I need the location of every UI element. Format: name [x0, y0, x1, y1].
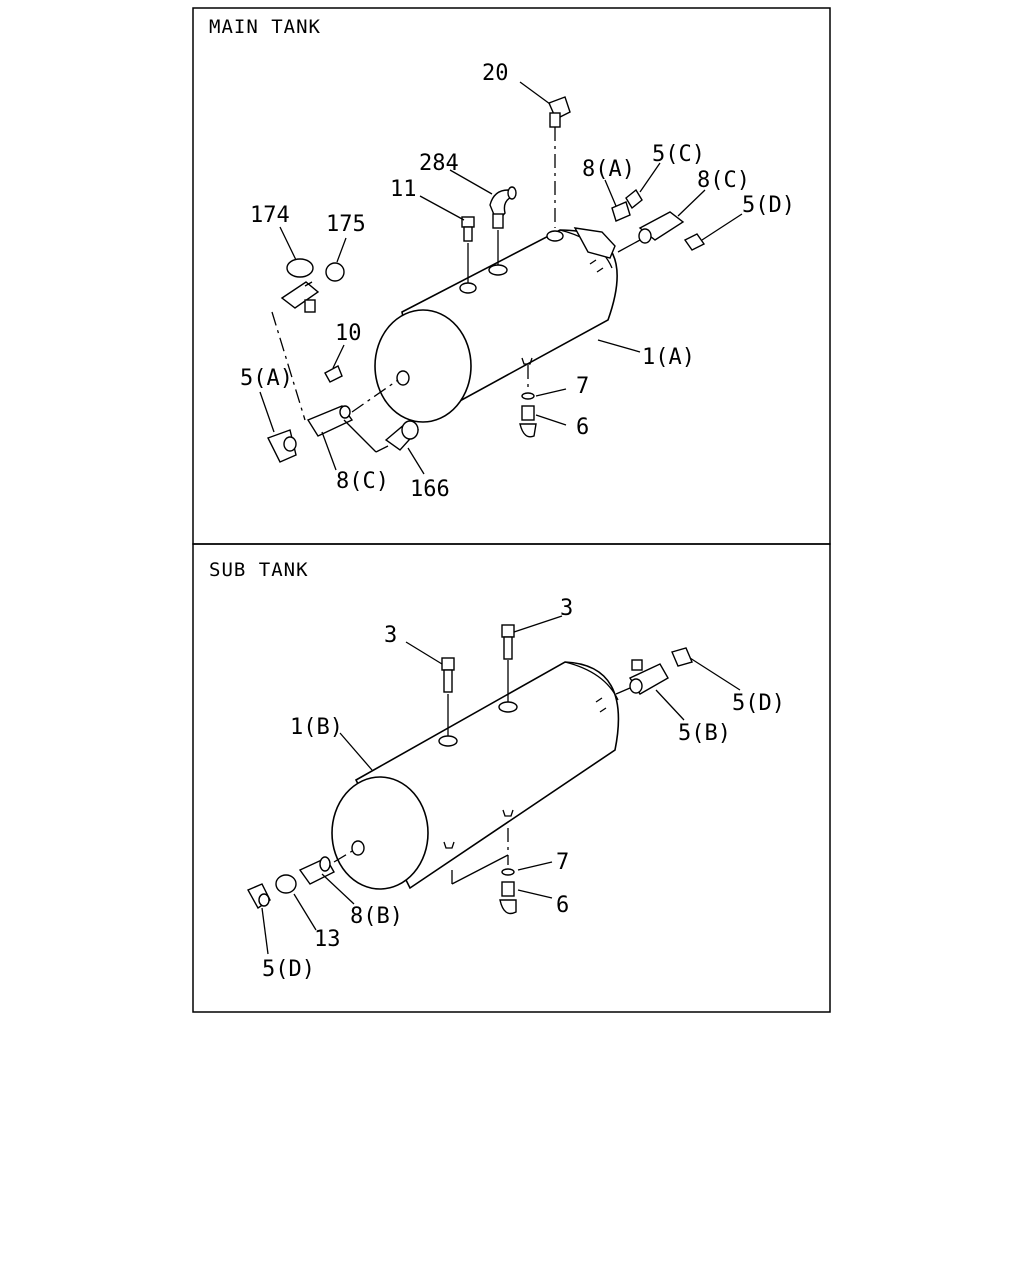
main-leader-lines	[259, 81, 743, 475]
label-sub-5d-top: 5(D)	[732, 691, 785, 716]
sub-tank-title: SUB TANK	[209, 559, 309, 581]
main-right-fittings	[611, 188, 706, 253]
main-left-fittings	[267, 311, 420, 463]
label-sub-5d-bottom: 5(D)	[262, 957, 315, 982]
part-11-valve	[461, 216, 475, 283]
sub-left-fittings	[247, 849, 355, 910]
sub-tank-panel: SUB TANK	[192, 543, 831, 1013]
label-main-5a: 5(A)	[240, 366, 293, 391]
part-20-fitting	[548, 96, 571, 228]
label-sub-3-right: 3	[560, 596, 573, 621]
label-main-7: 7	[576, 374, 589, 399]
label-main-6: 6	[576, 415, 589, 440]
label-main-8a: 8(A)	[582, 157, 635, 182]
label-main-166: 166	[410, 477, 450, 502]
sub-leader-lines	[261, 615, 741, 955]
label-main-284: 284	[419, 151, 459, 176]
label-main-8c-bottom: 8(C)	[336, 469, 389, 494]
label-main-11: 11	[390, 177, 417, 202]
label-main-5c: 5(C)	[652, 142, 705, 167]
sub-drain-parts	[451, 828, 517, 915]
label-sub-8b: 8(B)	[350, 904, 403, 929]
main-tank-body	[374, 227, 618, 423]
sub-part-3-valves	[441, 624, 515, 736]
main-tank-panel: MAIN TANK	[192, 7, 831, 545]
label-main-10: 10	[335, 321, 362, 346]
label-main-8c-top: 8(C)	[697, 168, 750, 193]
sub-tank-body	[331, 661, 620, 890]
label-sub-6: 6	[556, 893, 569, 918]
part-174-175-cock	[280, 258, 345, 313]
label-sub-1b: 1(B)	[290, 715, 343, 740]
label-main-5d: 5(D)	[742, 193, 795, 218]
label-sub-7: 7	[556, 850, 569, 875]
label-main-20: 20	[482, 61, 509, 86]
label-sub-3-left: 3	[384, 623, 397, 648]
label-sub-13: 13	[314, 927, 341, 952]
label-main-1a: 1(A)	[642, 345, 695, 370]
main-tank-title: MAIN TANK	[209, 16, 321, 38]
part-10-plug	[324, 365, 343, 383]
main-drain-parts	[519, 365, 537, 438]
label-sub-5b: 5(B)	[678, 721, 731, 746]
sub-right-fittings	[615, 647, 693, 695]
label-main-175: 175	[326, 212, 366, 237]
label-main-174: 174	[250, 203, 290, 228]
part-284-elbow	[489, 186, 517, 265]
